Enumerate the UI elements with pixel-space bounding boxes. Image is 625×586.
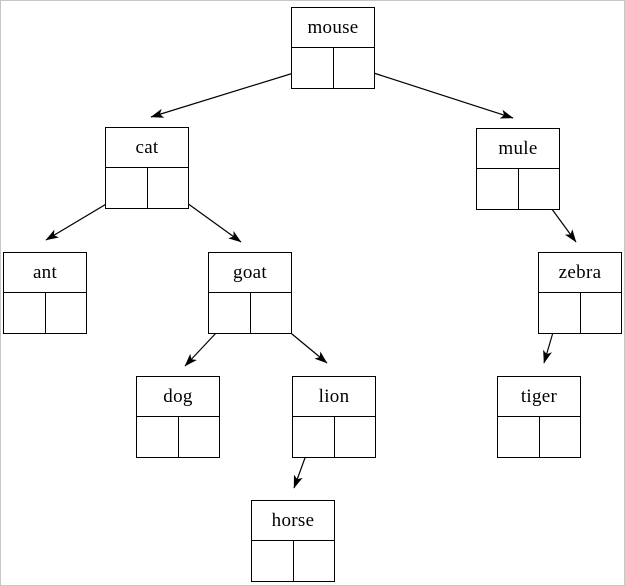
right-pointer-cell	[581, 293, 622, 333]
tree-node-dog: dog	[136, 376, 220, 458]
left-pointer-cell	[477, 169, 519, 209]
left-pointer-cell	[498, 417, 540, 457]
left-pointer-cell	[4, 293, 46, 333]
pointer-cells	[106, 168, 188, 208]
right-pointer-cell	[334, 48, 375, 88]
tree-node-horse: horse	[251, 500, 335, 582]
left-pointer-cell	[209, 293, 251, 333]
pointer-cells	[293, 417, 375, 457]
node-label: mouse	[292, 8, 374, 48]
node-label: lion	[293, 377, 375, 417]
pointer-cells	[539, 293, 621, 333]
right-pointer-cell	[294, 541, 335, 581]
tree-node-lion: lion	[292, 376, 376, 458]
pointer-cells	[292, 48, 374, 88]
right-pointer-cell	[148, 168, 189, 208]
left-pointer-cell	[539, 293, 581, 333]
node-label: zebra	[539, 253, 621, 293]
node-label: tiger	[498, 377, 580, 417]
pointer-cells	[477, 169, 559, 209]
edge-mouse-left-to-cat	[150, 66, 314, 118]
edge-mouse-right-to-mule	[351, 65, 514, 119]
node-label: dog	[137, 377, 219, 417]
left-pointer-cell	[137, 417, 179, 457]
right-pointer-cell	[519, 169, 560, 209]
left-pointer-cell	[252, 541, 294, 581]
pointer-cells	[137, 417, 219, 457]
left-pointer-cell	[293, 417, 335, 457]
tree-node-goat: goat	[208, 252, 292, 334]
node-label: mule	[477, 129, 559, 169]
right-pointer-cell	[251, 293, 292, 333]
tree-node-tiger: tiger	[497, 376, 581, 458]
node-label: goat	[209, 253, 291, 293]
right-pointer-cell	[179, 417, 220, 457]
right-pointer-cell	[46, 293, 87, 333]
node-label: cat	[106, 128, 188, 168]
tree-node-mouse: mouse	[291, 7, 375, 89]
left-pointer-cell	[292, 48, 334, 88]
pointer-cells	[498, 417, 580, 457]
pointer-cells	[209, 293, 291, 333]
tree-node-cat: cat	[105, 127, 189, 209]
tree-node-ant: ant	[3, 252, 87, 334]
node-label: ant	[4, 253, 86, 293]
right-pointer-cell	[540, 417, 581, 457]
tree-node-zebra: zebra	[538, 252, 622, 334]
tree-node-mule: mule	[476, 128, 560, 210]
left-pointer-cell	[106, 168, 148, 208]
pointer-cells	[252, 541, 334, 581]
node-label: horse	[252, 501, 334, 541]
right-pointer-cell	[335, 417, 376, 457]
pointer-cells	[4, 293, 86, 333]
